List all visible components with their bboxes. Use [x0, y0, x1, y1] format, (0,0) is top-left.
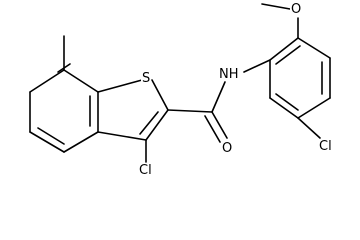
bond — [37, 127, 65, 145]
bond — [97, 79, 143, 93]
bond — [211, 81, 226, 113]
structure-diagram: S Cl O NH Cl O — [29, 2, 333, 178]
bond — [269, 97, 299, 119]
bond — [204, 115, 221, 143]
bond — [29, 69, 65, 93]
bond — [275, 93, 299, 111]
chlorine-atom-label: Cl — [318, 139, 333, 154]
sulfur-atom-label: S — [141, 71, 152, 86]
bond — [261, 3, 291, 10]
chlorine-atom-label: Cl — [138, 163, 153, 178]
bond — [167, 109, 213, 113]
bond — [63, 131, 99, 153]
methoxy-oxygen-atom-label: O — [290, 2, 303, 17]
nh-atom-label: NH — [218, 67, 240, 82]
bond — [297, 97, 331, 119]
bond — [297, 37, 331, 59]
bond — [97, 131, 147, 141]
bond — [145, 109, 169, 141]
bond — [151, 79, 169, 111]
bond — [297, 117, 321, 139]
bond — [275, 45, 301, 65]
bond — [63, 69, 99, 93]
bond — [243, 59, 271, 73]
bond — [139, 111, 159, 135]
oxygen-atom-label: O — [221, 141, 234, 156]
bond — [211, 111, 228, 139]
bond — [29, 131, 65, 153]
bond-lines — [29, 3, 331, 163]
bond — [269, 37, 299, 61]
